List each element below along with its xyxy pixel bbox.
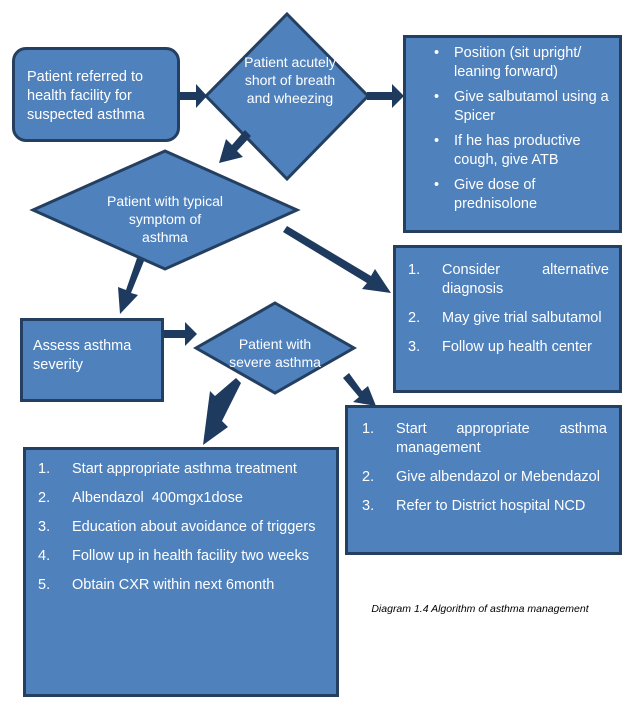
list-item: 2. Albendazol 400mgx1dose [38,490,243,506]
decision-severe-shape [192,301,358,395]
acute-actions-list: Position (sit upright/ leaning forward) … [406,44,611,214]
acute-action-item: Give dose of prednisolone [434,176,611,214]
arrow-typical-to-assess [118,258,144,314]
list-item: 3. Education about avoidance of triggers [38,519,316,535]
arrow-severe-to-yes [343,373,376,406]
start-box: Patient referred to health facility for … [12,47,180,142]
list-item: 3. Refer to District hospital NCD [362,498,586,514]
assess-severity-box: Assess asthma severity [20,318,164,402]
acute-action-item: Give salbutamol using a Spicer [434,88,611,126]
acute-action-item: If he has productive cough, give ATB [434,132,611,170]
arrow-start-to-decision [180,84,207,108]
arrow-decision-to-typical [219,130,251,163]
decision-typical-shape [29,149,301,271]
decision-typical-text: Patient with typical symptom of asthma [107,193,223,245]
arrow-typical-to-alternative [283,226,391,293]
treatment-box: 1. Start appropriate asthma treatment 2.… [23,447,339,697]
start-box-text: Patient referred to health facility for … [27,69,145,123]
list-item: 1. Start appropriate asthma treatment [38,461,297,477]
alternative-list: 1. Consider alternative diagnosis 2. May… [402,261,609,357]
list-item: 1. Start appropriate asthma management [362,421,607,456]
decision-short-breath-text: Patient acutely short of breath and whee… [244,54,336,106]
arrow-assess-to-severe [164,322,197,346]
list-item: 3. Follow up health center [408,339,592,355]
assess-severity-text: Assess asthma severity [33,338,132,373]
arrow-decision-to-actions [367,84,404,108]
treatment-list: 1. Start appropriate asthma treatment 2.… [32,460,328,595]
list-item: 2. Give albendazol or Mebendazol [362,469,600,485]
list-item: 5. Obtain CXR within next 6month [38,577,275,593]
acute-action-item: Position (sit upright/ leaning forward) [434,44,611,82]
arrow-severe-to-treatment [203,378,241,445]
list-item: 4. Follow up in health facility two week… [38,548,309,564]
severe-management-list: 1. Start appropriate asthma management 2… [356,420,607,516]
diagram-caption: Diagram 1.4 Algorithm of asthma manageme… [371,603,589,615]
decision-severe-text: Patient with severe asthma [229,336,321,370]
list-item: 1. Consider alternative diagnosis [408,262,609,297]
decision-short-breath-shape [203,11,371,182]
alternative-box: 1. Consider alternative diagnosis 2. May… [393,245,622,393]
list-item: 2. May give trial salbutamol [408,310,602,326]
severe-management-box: 1. Start appropriate asthma management 2… [345,405,622,555]
acute-actions-box: Position (sit upright/ leaning forward) … [403,35,622,233]
